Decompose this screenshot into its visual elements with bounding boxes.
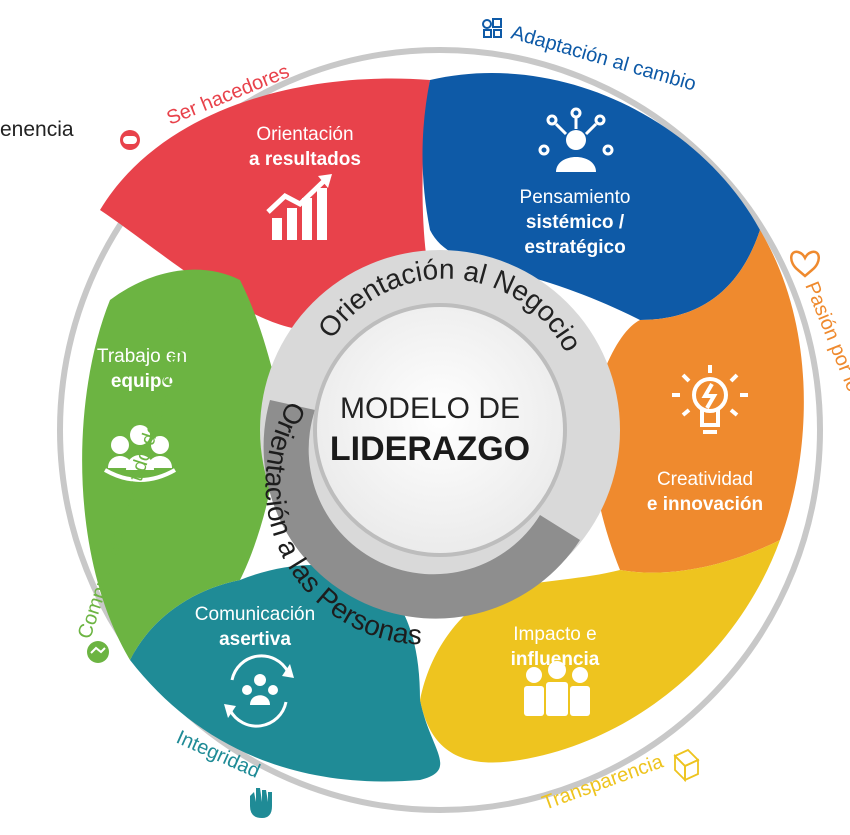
petal-comunicacion-line1: Comunicación [195,604,315,625]
shapes-icon [482,18,502,38]
petal-creatividad-line2: e innovación [647,494,763,515]
handshake-icon [87,641,109,663]
petal-trabajo [82,269,280,660]
petal-trabajo-line2: equipo [111,371,173,392]
ring-bottom-band [263,400,580,619]
network-person-icon [538,107,614,172]
cropped-text: enencia [0,118,74,141]
communication-cycle-icon [224,654,294,728]
lightbulb-icon [672,365,748,434]
value-pasion: Pasión por lo que hacemos [800,279,850,512]
petal-resultados [100,78,430,330]
team-group-icon [104,425,176,482]
petal-comunicacion-line2: asertiva [219,629,291,650]
petal-trabajo-line1: Trabajo en [97,346,187,367]
petal-sistemico-line1: Pensamiento [520,187,631,208]
petal-sistemico-line3: estratégico [524,237,625,258]
growth-chart-icon [266,174,332,240]
hand-icon [250,788,272,818]
outer-ring [57,47,823,813]
center-title-line2: LIDERAZGO [330,430,530,468]
heart-icon [790,250,820,278]
center-circle [313,303,567,557]
petal-sistemico-line2: sistémico / [526,212,625,233]
petal-resultados-line1: Orientación [256,124,353,145]
value-transparencia: Transparencia [539,750,667,814]
cube-icon [673,748,700,783]
center-title-line1: MODELO DE [340,392,520,425]
pill-icon [120,130,140,150]
petal-creatividad-line1: Creatividad [657,469,753,490]
petal-impacto-line2: influencia [511,649,600,670]
petal-sistemico [422,73,760,320]
petal-impacto-line1: Impacto e [513,624,596,645]
team-leader-icon [524,661,590,716]
petal-resultados-line2: a resultados [249,149,361,170]
